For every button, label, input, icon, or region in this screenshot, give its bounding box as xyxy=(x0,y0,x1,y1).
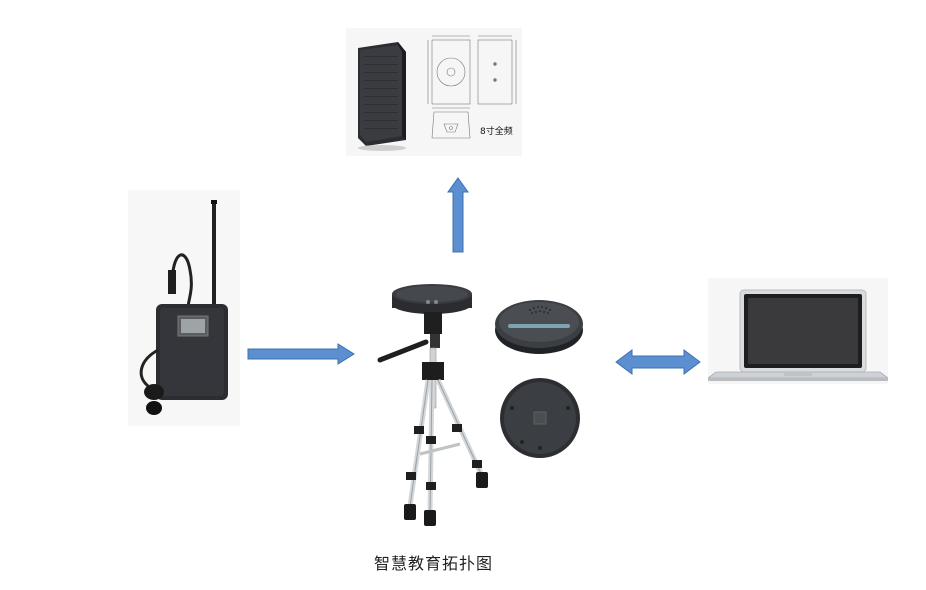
arrow-bidirectional xyxy=(615,349,701,375)
bodypack-transmitter xyxy=(139,200,228,415)
speaker-image xyxy=(358,35,517,151)
speaker-panel: 8寸全频 xyxy=(346,28,522,156)
laptop-panel xyxy=(706,278,890,384)
tripod-mic-array xyxy=(377,284,488,526)
speaker-front-drawing xyxy=(427,35,471,105)
laptop-computer xyxy=(706,289,890,381)
speaker-side-drawing xyxy=(477,35,517,105)
transmitter-panel xyxy=(128,190,240,426)
speaker-cabinet xyxy=(358,42,406,151)
mic-array-puck xyxy=(392,284,472,314)
mic-array-bottom-view xyxy=(500,378,580,458)
mic-array-top-view xyxy=(495,300,583,354)
diagram-caption: 智慧教育拓扑图 xyxy=(374,554,494,573)
arrow-right xyxy=(247,343,355,365)
speaker-top-drawing xyxy=(431,107,471,139)
speaker-label: 8寸全频 xyxy=(480,127,513,137)
arrow-up xyxy=(447,177,469,253)
